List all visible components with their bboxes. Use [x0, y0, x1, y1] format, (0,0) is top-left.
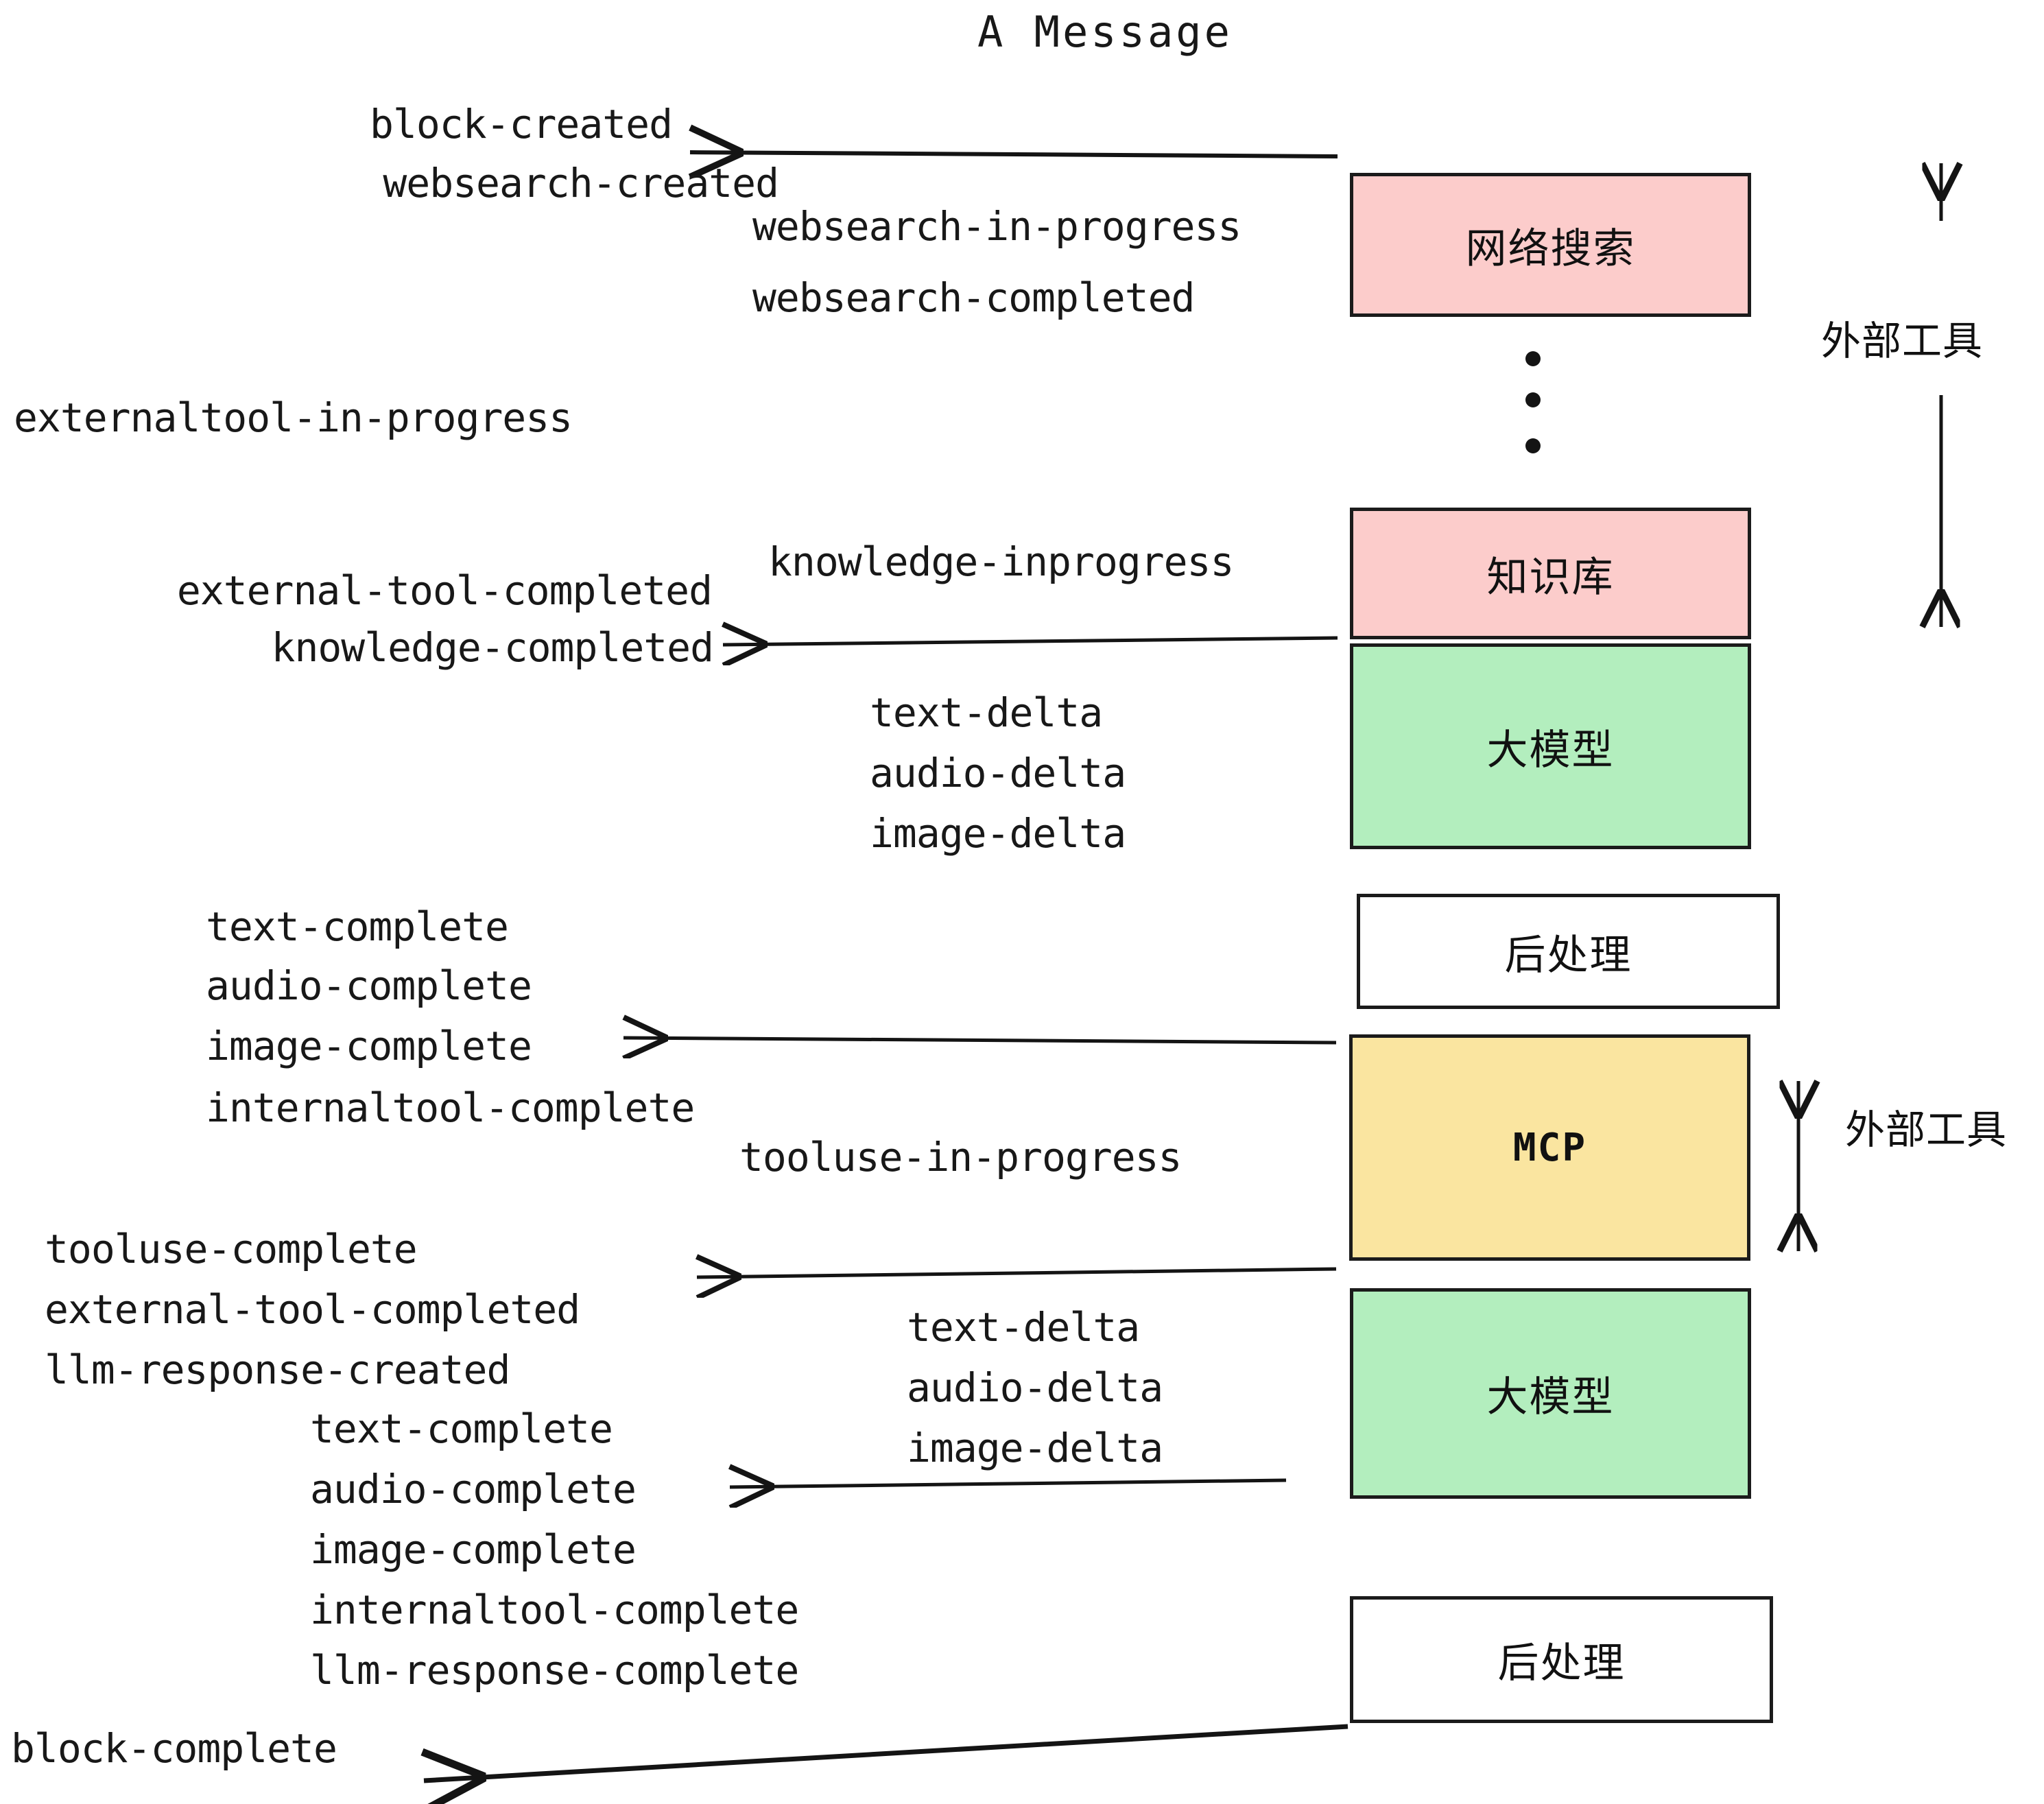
- event-tooluse-in-progress: tooluse-in-progress: [739, 1134, 1182, 1180]
- event-websearch-completed: websearch-completed: [752, 274, 1195, 321]
- event-image-complete-1: image-complete: [206, 1023, 532, 1069]
- side-label-external-tools-top-text: 外部工具: [1821, 318, 1984, 364]
- event-tooluse-complete: tooluse-complete: [45, 1226, 418, 1272]
- event-knowledge-inprogress: knowledge-inprogress: [768, 538, 1234, 585]
- event-image-complete-2: image-complete: [310, 1526, 637, 1573]
- node-llm-top-label: 大模型: [1486, 726, 1615, 774]
- ellipsis-dot: [1525, 351, 1541, 366]
- node-mcp[interactable]: MCP: [1349, 1034, 1750, 1261]
- side-label-external-tools-bottom: 外部工具: [1845, 1097, 2007, 1155]
- node-knowledge-label: 知识库: [1486, 553, 1615, 602]
- event-text-delta-2: text-delta: [907, 1304, 1140, 1351]
- event-block-created: block-created: [370, 101, 673, 147]
- event-llm-response-created: llm-response-created: [45, 1346, 510, 1393]
- event-websearch-in-progress: websearch-in-progress: [752, 203, 1241, 250]
- event-llm-response-complete: llm-response-complete: [310, 1647, 799, 1694]
- event-knowledge-completed: knowledge-completed: [271, 624, 714, 671]
- event-internaltool-complete-2: internaltool-complete: [310, 1587, 799, 1633]
- node-llm-bottom-label: 大模型: [1486, 1373, 1615, 1421]
- side-label-external-tools-bottom-text: 外部工具: [1845, 1106, 2008, 1153]
- event-block-complete: block-complete: [11, 1725, 337, 1772]
- node-post-bottom-label: 后处理: [1497, 1639, 1626, 1687]
- event-audio-delta-2: audio-delta: [907, 1364, 1163, 1411]
- event-audio-complete-1: audio-complete: [206, 962, 532, 1009]
- event-audio-complete-2: audio-complete: [310, 1466, 637, 1512]
- event-text-delta-1: text-delta: [870, 689, 1103, 736]
- side-label-external-tools-top: 外部工具: [1821, 309, 1983, 366]
- event-audio-delta-1: audio-delta: [870, 750, 1126, 796]
- event-image-delta-2: image-delta: [907, 1425, 1163, 1471]
- event-internaltool-complete-1: internaltool-complete: [206, 1084, 695, 1131]
- event-websearch-created: websearch-created: [383, 160, 779, 206]
- event-external-tool-completed: external-tool-completed: [176, 567, 713, 614]
- arrow-knowledge: [723, 638, 1338, 645]
- ellipsis-dot: [1525, 392, 1541, 407]
- ellipsis-dot: [1525, 438, 1541, 453]
- page-title: A Message: [977, 7, 1233, 57]
- node-post-top[interactable]: 后处理: [1357, 894, 1780, 1009]
- node-post-top-label: 后处理: [1504, 931, 1632, 980]
- arrow-block-complete: [424, 1724, 1348, 1781]
- event-externaltool-in-progress: externaltool-in-progress: [14, 394, 573, 441]
- node-websearch-label: 网络搜索: [1465, 224, 1636, 273]
- arrow-image-complete: [623, 1038, 1337, 1043]
- event-text-complete-1: text-complete: [206, 903, 509, 950]
- arrow-audio-complete: [730, 1480, 1287, 1487]
- event-image-delta-1: image-delta: [870, 810, 1126, 857]
- node-post-bottom[interactable]: 后处理: [1350, 1596, 1773, 1723]
- node-llm-bottom[interactable]: 大模型: [1350, 1288, 1751, 1499]
- event-external-tool-completed-2: external-tool-completed: [45, 1286, 580, 1333]
- arrow-tooluse: [697, 1269, 1337, 1277]
- node-llm-top[interactable]: 大模型: [1350, 643, 1751, 849]
- event-text-complete-2: text-complete: [310, 1405, 613, 1452]
- arrow-block-created: [690, 152, 1338, 156]
- node-websearch[interactable]: 网络搜索: [1350, 173, 1751, 317]
- node-knowledge[interactable]: 知识库: [1350, 508, 1751, 639]
- node-mcp-label: MCP: [1512, 1125, 1587, 1170]
